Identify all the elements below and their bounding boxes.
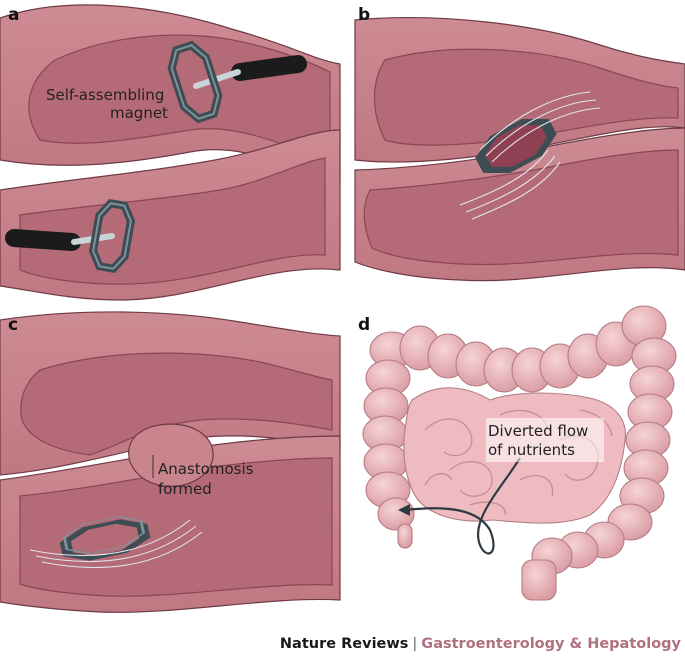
panel-b: b	[354, 5, 685, 282]
panel-letter-a: a	[8, 5, 19, 25]
journal-footer: Nature Reviews|Gastroenterology & Hepato…	[280, 636, 681, 652]
panel-letter-b: b	[358, 5, 370, 25]
anastomosis-label-line1: Anastomosis	[158, 460, 254, 478]
catheter-upper	[231, 55, 307, 81]
panel-a: a Self-assembling magnet	[0, 4, 341, 301]
intestine-b-upper-lumen	[373, 48, 679, 146]
intestine-b-lower-lumen	[363, 149, 679, 266]
journal-name: Gastroenterology & Hepatology	[421, 636, 681, 652]
diverted-flow-arrowhead	[398, 504, 410, 516]
anastomosis-label-line2: formed	[158, 480, 212, 498]
panel-d: d	[358, 305, 677, 601]
panel-c: Anastomosis formed c	[0, 311, 341, 613]
panel-letter-d: d	[358, 315, 370, 335]
intestine-c-upper-lumen	[20, 352, 333, 456]
diverted-flow-arrow	[404, 457, 521, 555]
diverted-flow-label-line2: of nutrients	[488, 441, 575, 459]
magnet-ring-lower	[88, 198, 136, 274]
magnet-label-line2: magnet	[110, 104, 168, 122]
label-backdrop	[486, 418, 604, 462]
footer-separator: |	[412, 636, 418, 652]
passing-motion-lines	[29, 519, 203, 569]
panel-letter-c: c	[8, 315, 18, 335]
publisher-name: Nature Reviews	[279, 636, 409, 652]
anastomosis-opening	[128, 423, 214, 487]
magnet-ring-upper	[167, 40, 223, 124]
tissue-compression-lines	[459, 91, 601, 220]
diverted-flow-label-line1: Diverted flow	[488, 422, 588, 440]
magnet-label-line1: Self-assembling	[46, 86, 164, 104]
catheter-lower	[5, 229, 81, 251]
colon-frame	[362, 305, 677, 601]
